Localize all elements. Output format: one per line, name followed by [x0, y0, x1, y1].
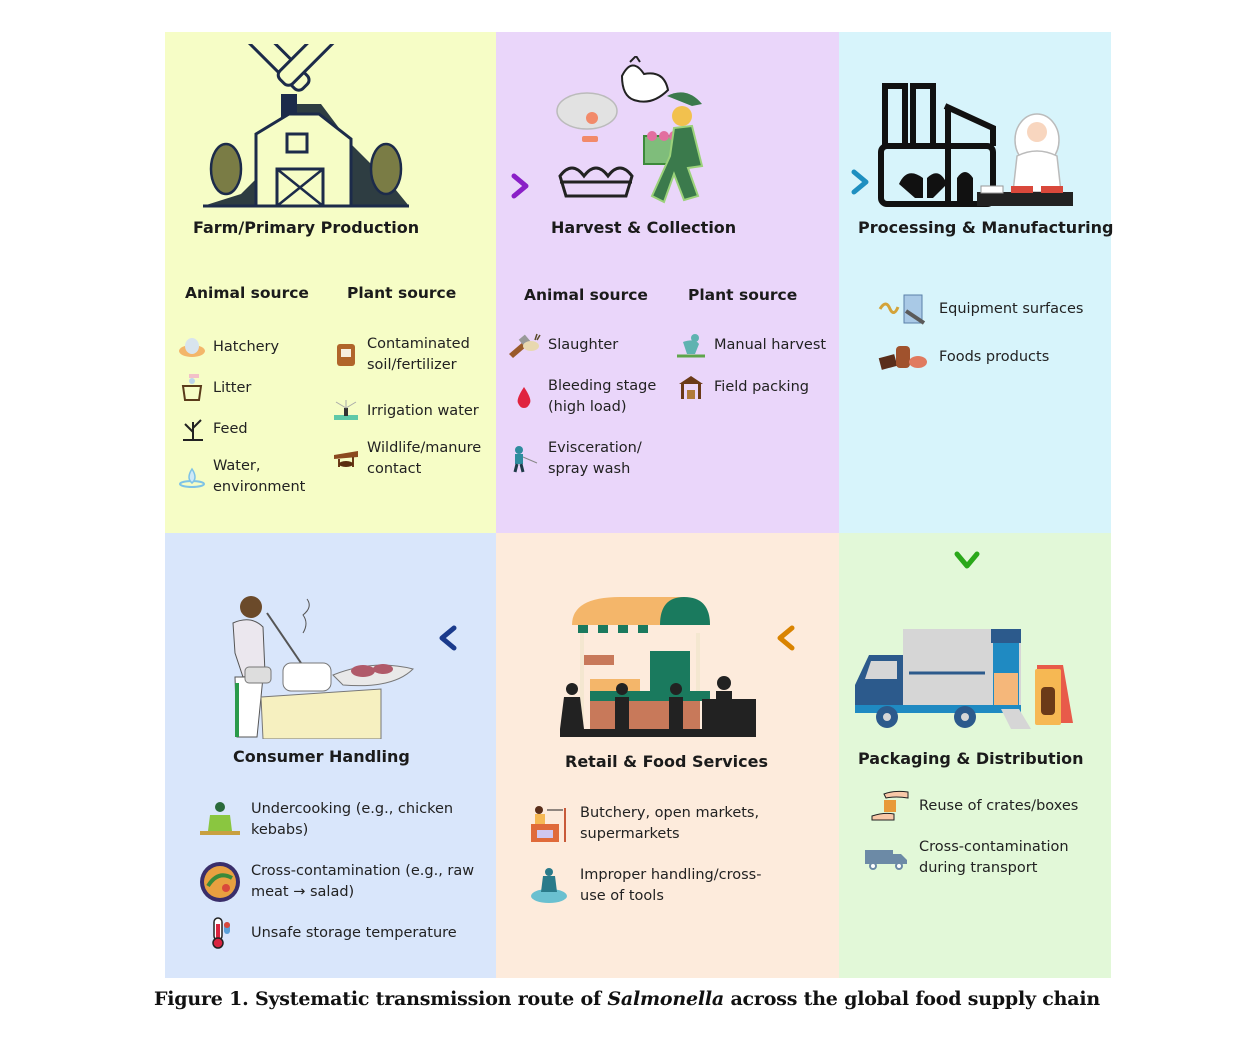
factory-worker-icon [878, 83, 1073, 207]
fertilizer-bag-icon [331, 340, 361, 370]
list-item: Litter [177, 373, 251, 403]
manure-shelter-icon [331, 444, 361, 474]
small-truck-icon [861, 843, 911, 873]
water-drop-icon [177, 462, 207, 492]
list-item: Field packing [674, 372, 809, 402]
stage-processing-panel: Processing & Manufacturing Equipment sur… [839, 32, 1114, 533]
thermometer-icon [197, 917, 243, 949]
flow-arrow-farm-to-harvest [438, 173, 529, 199]
list-item: Manual harvest [674, 330, 826, 360]
stage-retail-panel: Retail & Food Services Butchery, open ma… [496, 533, 839, 978]
cleaver-goat-icon [506, 330, 542, 360]
plant-source-heading: Plant source [688, 286, 798, 304]
stage-title: Packaging & Distribution [858, 749, 1084, 768]
flow-arrow-packaging-to-retail [777, 625, 868, 651]
list-item: Hatchery [177, 332, 279, 362]
stage-title: Consumer Handling [233, 747, 410, 766]
list-item: Unsafe storage temperature [197, 917, 457, 949]
feed-plant-icon [177, 414, 207, 444]
harvester-icon [674, 330, 708, 360]
list-item: Cross-contamination during transport [861, 837, 1079, 878]
figure-caption: Figure 1. Systematic transmission route … [153, 988, 1101, 1010]
salad-plate-icon [197, 861, 243, 902]
stage-title: Processing & Manufacturing [858, 218, 1114, 237]
flow-arrow-harvest-to-processing [778, 169, 869, 195]
equipment-icon [873, 294, 933, 325]
stage-consumer-panel: Consumer Handling Undercooking (e.g., ch… [165, 533, 496, 978]
stage-farm-panel: Farm/Primary Production Animal source Pl… [165, 32, 496, 533]
list-item: Reuse of crates/boxes [869, 790, 1078, 821]
list-item: Bleeding stage (high load) [506, 376, 663, 417]
list-item: Water, environment [177, 456, 313, 497]
stage-title: Retail & Food Services [565, 752, 769, 771]
egg-nest-icon [177, 332, 207, 362]
stage-title: Harvest & Collection [551, 218, 737, 237]
stage-title: Farm/Primary Production [193, 218, 420, 237]
flow-arrow-processing-to-packaging [954, 478, 980, 569]
list-item: Butchery, open markets, supermarkets [528, 803, 770, 844]
list-item: Wildlife/manure contact [331, 438, 487, 479]
stage-harvest-panel: Harvest & Collection Animal source Plant… [496, 32, 839, 533]
home-cook-icon [232, 596, 414, 739]
list-item: Slaughter [506, 330, 618, 360]
handler-icon [528, 867, 570, 903]
list-item: Improper handling/cross-use of tools [528, 865, 780, 906]
litter-tray-icon [177, 373, 207, 403]
livestock-harvest-icon [556, 56, 704, 204]
list-item: Foods products [873, 342, 1049, 372]
blood-drop-icon [506, 382, 542, 412]
butcher-stall-icon [528, 805, 570, 842]
list-item: Equipment surfaces [873, 294, 1083, 325]
plant-source-heading: Plant source [347, 284, 457, 302]
flow-arrow-retail-to-consumer [439, 625, 530, 651]
list-item: Undercooking (e.g., chicken kebabs) [197, 799, 471, 840]
list-item: Feed [177, 414, 248, 444]
stage-packaging-panel: Packaging & Distribution Reuse of crates… [839, 533, 1111, 978]
animal-source-heading: Animal source [524, 286, 648, 304]
list-item: Cross-contamination (e.g., raw meat → sa… [197, 861, 481, 902]
list-item: Irrigation water [331, 396, 479, 426]
food-products-icon [873, 342, 933, 372]
windmill-barn-icon [203, 44, 409, 208]
hand-box-icon [869, 790, 911, 821]
grill-cook-icon [197, 801, 243, 835]
animal-source-heading: Animal source [185, 284, 309, 302]
delivery-truck-icon [855, 629, 1073, 729]
market-stall-icon [560, 597, 756, 737]
list-item: Contaminated soil/fertilizer [331, 334, 483, 375]
spray-worker-icon [506, 444, 542, 474]
sprinkler-icon [331, 396, 361, 426]
caption-italic-organism: Salmonella [607, 988, 725, 1010]
packing-shed-icon [674, 372, 708, 402]
list-item: Evisceration/ spray wash [506, 438, 658, 479]
